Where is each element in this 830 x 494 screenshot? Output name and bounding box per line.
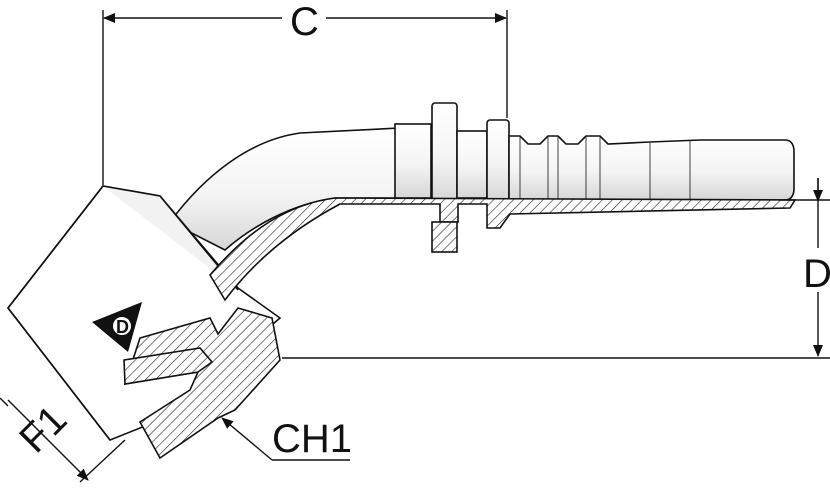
dimension-ch1: CH1 bbox=[221, 417, 352, 461]
f1-extension-b bbox=[79, 439, 126, 483]
seat-section bbox=[123, 347, 214, 385]
f1-extension-a bbox=[0, 397, 9, 407]
fitting-exterior bbox=[168, 102, 795, 251]
dimension-f1-label: F1 bbox=[11, 397, 75, 461]
dimension-c-label: C bbox=[290, 0, 319, 44]
collar-gap bbox=[456, 130, 488, 199]
ch1-leader bbox=[221, 417, 273, 461]
collar-ring bbox=[431, 102, 458, 204]
tube-section bbox=[209, 197, 797, 302]
dimension-d-label: D bbox=[803, 252, 830, 296]
dimension-c: C bbox=[102, 0, 508, 185]
hex-nut-edge bbox=[6, 185, 111, 441]
nipple-tube bbox=[394, 123, 432, 199]
logo-circle bbox=[111, 315, 133, 337]
nut-section bbox=[123, 307, 281, 460]
hose-tail bbox=[508, 135, 795, 201]
dimension-ch1-label: CH1 bbox=[272, 417, 352, 461]
f1-dimension-line bbox=[7, 399, 89, 481]
second-ring bbox=[486, 119, 510, 201]
dunlop-flying-d-logo: D bbox=[92, 302, 142, 352]
hex-nut-side bbox=[102, 185, 239, 291]
collar-section bbox=[431, 221, 458, 253]
section-view bbox=[123, 197, 797, 460]
logo-letter: D bbox=[116, 317, 129, 337]
dimension-d: D bbox=[282, 178, 830, 359]
hex-nut bbox=[6, 185, 282, 441]
